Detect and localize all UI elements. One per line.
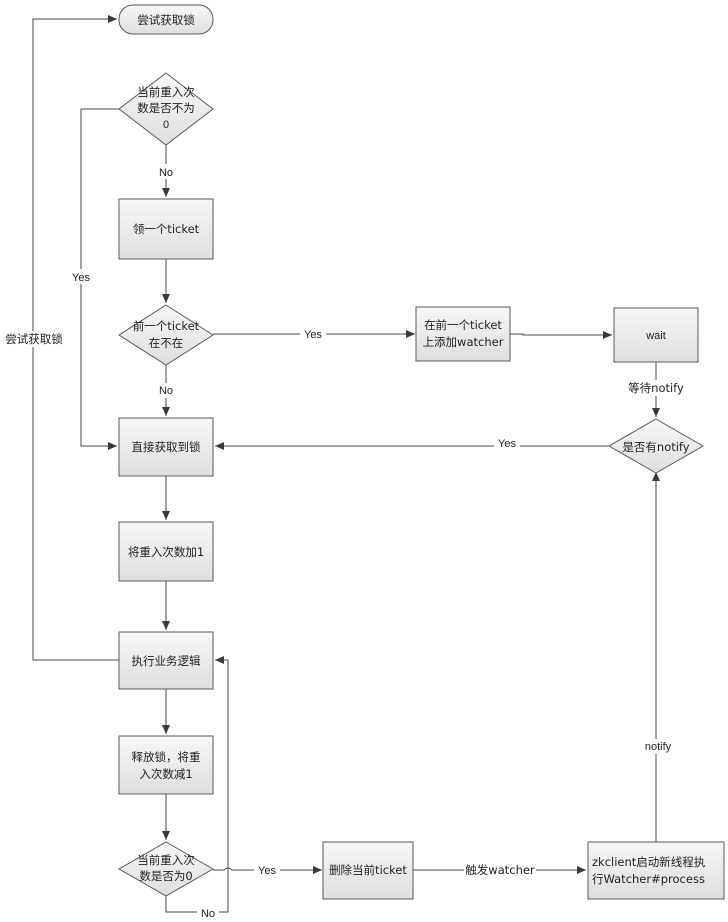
node-zk-thread-line-1: zkclient启动新线程执	[592, 855, 706, 869]
node-business: 执行业务逻辑	[118, 631, 214, 690]
node-zk-thread-line-2: 行Watcher#process	[592, 872, 705, 886]
label-yes-4: Yes	[258, 865, 276, 877]
label-trigger: 触发watcher	[465, 863, 535, 877]
label-no-1: No	[159, 167, 173, 179]
node-check-zero-line-2: 数是否为0	[139, 869, 192, 883]
node-take-ticket: 领一个ticket	[118, 198, 214, 260]
label-no-2: No	[159, 385, 173, 397]
label-notify: notify	[645, 741, 672, 753]
node-prev-ticket-line-1: 前一个ticket	[133, 319, 200, 333]
node-check-reentry-line-1: 当前重入次	[137, 85, 195, 99]
node-add-watcher-line-2: 上添加watcher	[423, 335, 504, 349]
node-delete-ticket-label: 删除当前ticket	[329, 863, 407, 877]
node-add-watcher-line-1: 在前一个ticket	[424, 318, 502, 332]
node-increment: 将重入次数加1	[118, 521, 214, 582]
label-wait-notify: 等待notify	[628, 381, 684, 395]
node-check-zero-line-1: 当前重入次	[137, 853, 195, 867]
node-start: 尝试获取锁	[118, 4, 214, 35]
node-notified-label: 是否有notify	[622, 440, 689, 454]
node-delete-ticket: 删除当前ticket	[322, 841, 414, 900]
edge-labels: No Yes Yes No 等待notify Yes 尝试获取锁 Yes 触发w…	[0, 164, 688, 920]
label-yes-3: Yes	[498, 438, 516, 450]
node-release: 释放锁，将重 入次数减1	[118, 735, 214, 795]
node-business-label: 执行业务逻辑	[132, 654, 201, 668]
label-no-3: No	[201, 908, 215, 920]
node-acquire-label: 直接获取到锁	[132, 440, 201, 454]
node-prev-ticket-line-2: 在不在	[149, 336, 184, 350]
node-start-label: 尝试获取锁	[137, 13, 195, 27]
label-loop: 尝试获取锁	[5, 332, 63, 346]
node-prev-ticket: 前一个ticket 在不在	[118, 304, 214, 366]
node-release-line-1: 释放锁，将重	[132, 750, 201, 764]
edge-check-no-to-business	[165, 656, 229, 913]
node-release-line-2: 入次数减1	[139, 767, 192, 781]
node-check-reentry-line-3: 0	[163, 119, 169, 131]
node-notified: 是否有notify	[607, 418, 705, 474]
node-check-reentry: 当前重入次 数是否不为 0	[118, 72, 214, 146]
node-check-reentry-line-2: 数是否不为	[137, 101, 195, 115]
label-yes-2: Yes	[304, 329, 322, 341]
label-yes-1: Yes	[72, 272, 90, 284]
node-zk-thread: zkclient启动新线程执 行Watcher#process	[587, 841, 725, 900]
node-acquire: 直接获取到锁	[118, 417, 214, 477]
node-wait: wait	[613, 307, 699, 363]
node-wait-label: wait	[645, 330, 666, 342]
node-increment-label: 将重入次数加1	[128, 545, 204, 559]
node-add-watcher: 在前一个ticket 上添加watcher	[415, 306, 511, 362]
node-take-ticket-label: 领一个ticket	[133, 222, 200, 236]
edge-watcher-to-wait	[510, 331, 612, 339]
node-check-zero: 当前重入次 数是否为0	[117, 841, 215, 897]
